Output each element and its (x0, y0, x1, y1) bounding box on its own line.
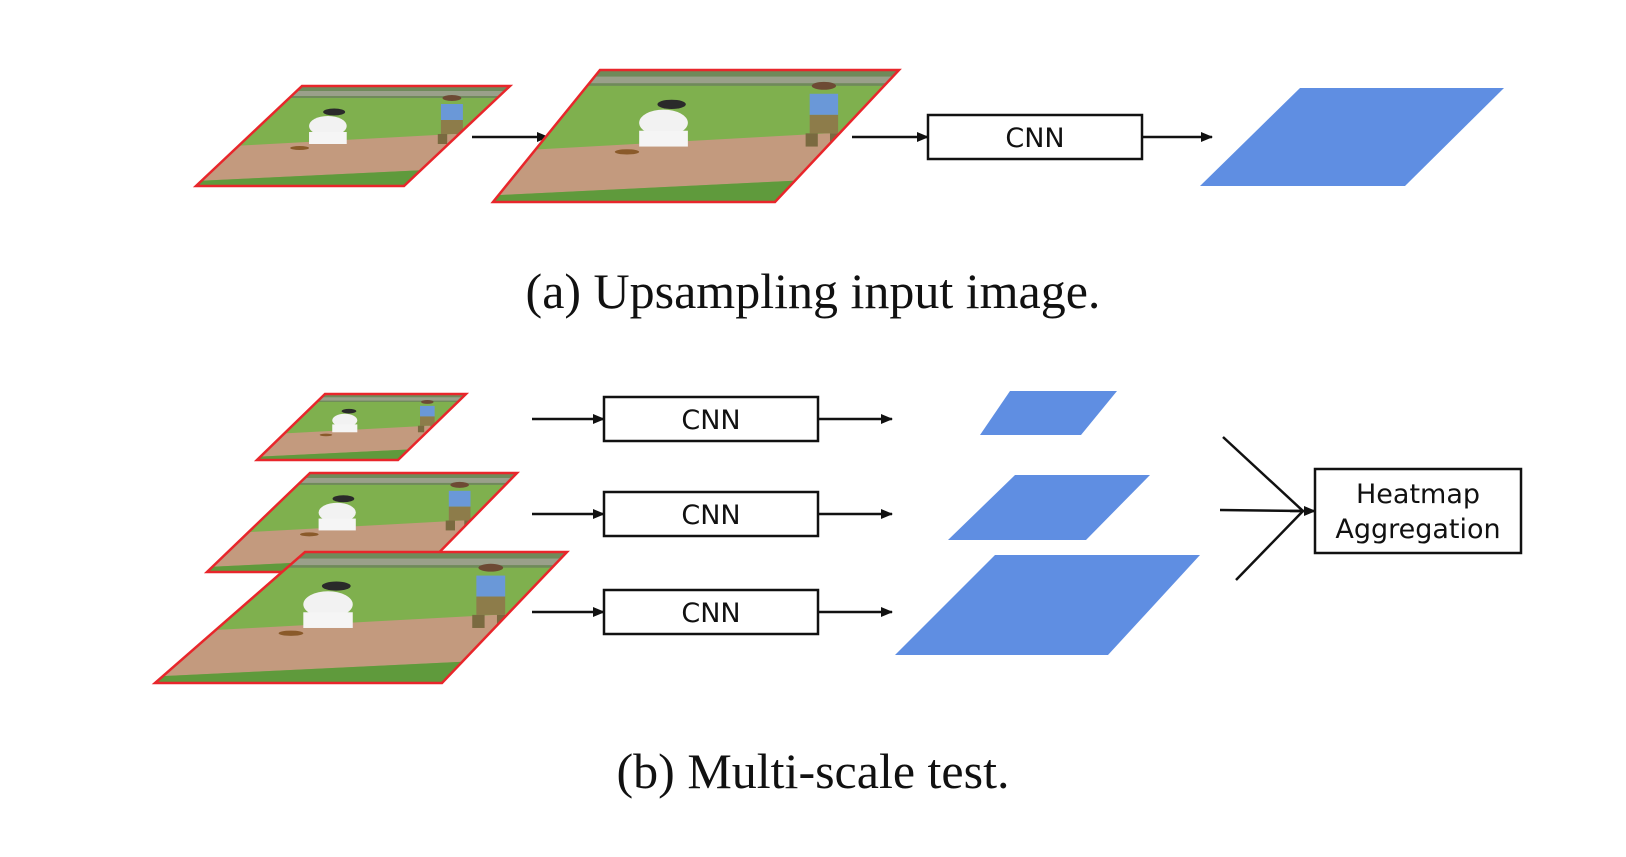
merge-line-top (1222, 436, 1304, 512)
cnn-label-b2: CNN (681, 500, 740, 531)
heatmap-scale-small (980, 391, 1117, 435)
cnn-label-b3: CNN (681, 598, 740, 629)
input-image-small (192, 84, 514, 188)
input-image-upsampled (490, 68, 902, 204)
aggregation-label-line2: Aggregation (1335, 514, 1500, 545)
caption-b: (b) Multi-scale test. (616, 743, 1010, 799)
input-image-scale-small (253, 392, 470, 462)
heatmap-scale-large (895, 555, 1200, 655)
panel-a: CNN (192, 68, 1504, 204)
input-image-scale-large (151, 550, 570, 685)
panel-b: CNN CNN CNN Heatmap Aggregation (151, 391, 1523, 685)
heatmap-scale-medium (948, 475, 1150, 540)
cnn-box-b3 (602, 588, 820, 636)
cnn-label-b1: CNN (681, 405, 740, 436)
cnn-box-b1 (602, 395, 820, 443)
merge-line-bottom (1235, 510, 1304, 581)
heatmap-a (1200, 88, 1504, 186)
aggregation-label-line1: Heatmap (1356, 479, 1480, 510)
heatmap-aggregation-box (1313, 467, 1523, 555)
cnn-label-a: CNN (1005, 123, 1064, 154)
merge-line-middle (1219, 508, 1304, 513)
caption-a: (a) Upsampling input image. (525, 263, 1101, 319)
